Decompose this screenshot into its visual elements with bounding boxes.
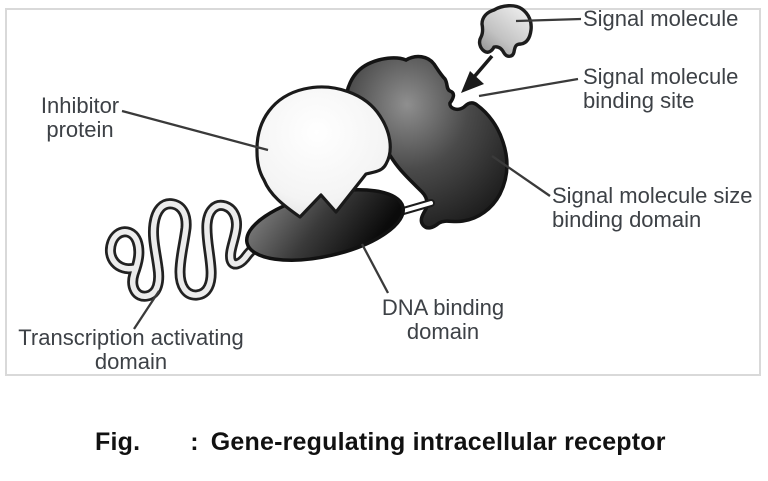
leader-line-transcription bbox=[133, 290, 160, 330]
figure-caption-title: Gene-regulating intracellular receptor bbox=[210, 428, 666, 456]
label-binding-site-line2: binding site bbox=[583, 88, 695, 113]
label-dna-line2: domain bbox=[406, 319, 480, 344]
figure-caption: Fig.: Gene-regulating intracellular recep… bbox=[95, 428, 666, 457]
label-signal-molecule: Signal molecule bbox=[583, 7, 738, 31]
label-binding-site: Signal molecule binding site bbox=[583, 65, 738, 113]
transcription-coil-shape bbox=[105, 198, 268, 302]
label-signal-molecule-text: Signal molecule bbox=[583, 6, 739, 31]
label-size-domain-line1: Signal molecule size bbox=[552, 183, 753, 208]
label-dna-line1: DNA binding bbox=[381, 295, 505, 320]
label-inhibitor-protein: Inhibitor protein bbox=[10, 94, 150, 142]
leader-line-binding-site bbox=[478, 77, 579, 98]
leader-line-inhibitor bbox=[121, 109, 269, 152]
inhibitor-protein-shape bbox=[255, 85, 392, 219]
figure-caption-fig: Fig. bbox=[95, 428, 141, 456]
label-inhibitor-line2: protein bbox=[46, 117, 114, 142]
label-size-binding-domain: Signal molecule size binding domain bbox=[552, 184, 753, 232]
binding-domain-shape bbox=[343, 54, 509, 230]
leader-line-dna bbox=[360, 243, 390, 294]
label-size-domain-line2: binding domain bbox=[552, 207, 702, 232]
label-transcription-domain: Transcription activating domain bbox=[11, 326, 251, 374]
label-binding-site-line1: Signal molecule bbox=[583, 64, 739, 89]
label-dna-binding-domain: DNA binding domain bbox=[363, 296, 523, 344]
leader-line-size-domain bbox=[491, 155, 551, 197]
label-inhibitor-line1: Inhibitor bbox=[40, 93, 120, 118]
label-transcription-line1: Transcription activating bbox=[18, 325, 244, 350]
leader-line-signal-molecule bbox=[515, 17, 582, 23]
label-transcription-line2: domain bbox=[94, 349, 168, 374]
figure-caption-separator: : bbox=[190, 428, 199, 456]
binding-site-arrow-icon bbox=[461, 54, 494, 93]
signal-molecule-shape bbox=[477, 4, 533, 58]
